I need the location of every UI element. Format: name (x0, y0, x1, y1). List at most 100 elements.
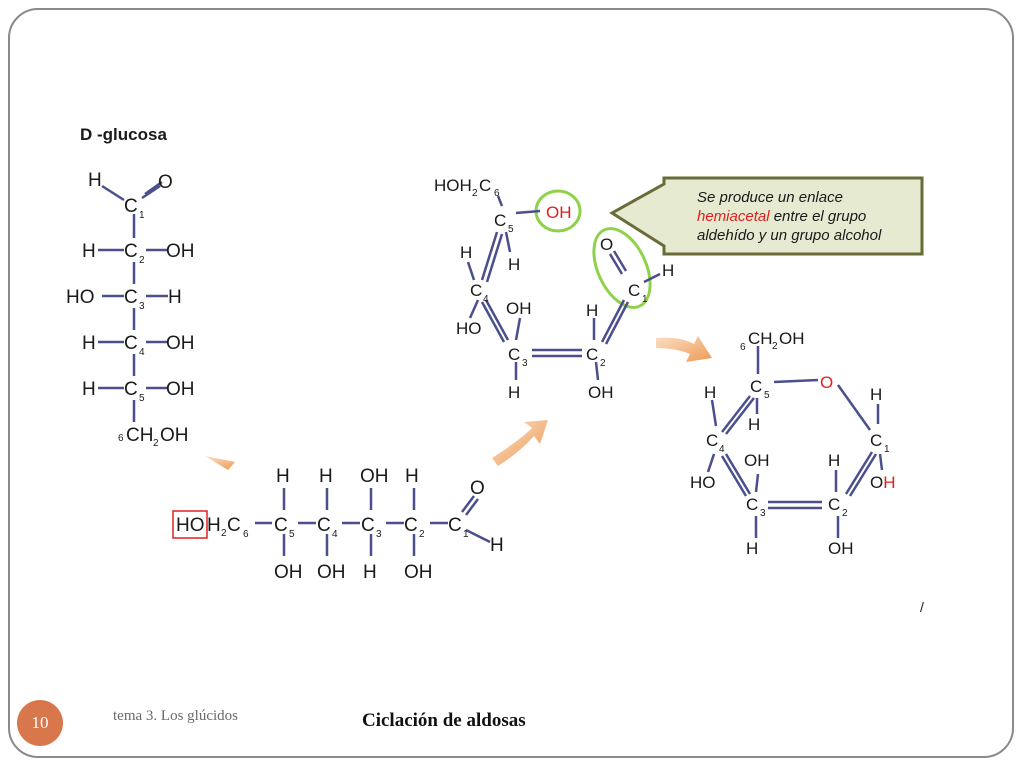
svg-text:HOH: HOH (434, 176, 472, 195)
svg-text:C: C (828, 495, 840, 514)
svg-text:OH: OH (870, 473, 896, 492)
svg-text:O: O (600, 235, 613, 254)
svg-text:C: C (706, 431, 718, 450)
svg-text:C: C (628, 281, 640, 300)
linear-bonds (255, 488, 491, 556)
svg-text:H: H (870, 385, 882, 404)
svg-text:H: H (748, 415, 760, 434)
svg-text:2: 2 (221, 528, 227, 539)
svg-text:2: 2 (419, 529, 425, 540)
svg-text:OH: OH (588, 383, 614, 402)
svg-text:5: 5 (508, 224, 514, 235)
svg-text:C: C (124, 287, 138, 308)
svg-text:6: 6 (118, 433, 124, 444)
svg-text:H: H (207, 515, 221, 536)
svg-text:3: 3 (760, 508, 766, 519)
reaction-arrows (205, 336, 712, 470)
svg-text:1: 1 (642, 294, 648, 305)
svg-text:4: 4 (332, 529, 338, 540)
svg-text:H: H (363, 562, 377, 583)
svg-text:CH: CH (126, 425, 153, 446)
svg-text:C: C (124, 379, 138, 400)
svg-text:4: 4 (483, 294, 489, 305)
svg-text:C: C (274, 515, 288, 536)
ring-oxygen: O (820, 373, 833, 392)
stray-mark: / (920, 599, 924, 615)
svg-text:5: 5 (764, 390, 770, 401)
footer-topic: tema 3. Los glúcidos (113, 708, 238, 724)
svg-text:H: H (276, 466, 290, 487)
svg-text:OH: OH (166, 241, 195, 262)
svg-text:5: 5 (289, 529, 295, 540)
svg-text:2: 2 (153, 438, 159, 449)
fischer-bonds (98, 180, 168, 422)
svg-text:O: O (470, 478, 485, 499)
svg-text:2: 2 (139, 255, 145, 266)
slide-number-badge: 10 (17, 700, 63, 746)
folded-bonds (466, 195, 661, 381)
svg-text:1: 1 (139, 210, 145, 221)
slide-frame (8, 8, 1014, 758)
svg-text:H: H (82, 241, 96, 262)
svg-text:OH: OH (744, 451, 770, 470)
svg-text:C: C (746, 495, 758, 514)
svg-text:C: C (124, 241, 138, 262)
svg-text:1: 1 (463, 529, 469, 540)
svg-text:6: 6 (740, 342, 746, 353)
svg-text:C: C (404, 515, 418, 536)
svg-text:C: C (586, 345, 598, 364)
svg-text:C: C (750, 377, 762, 396)
svg-text:H: H (746, 539, 758, 558)
callout-line-2-rest: entre el grupo (770, 208, 867, 225)
svg-text:OH: OH (166, 333, 195, 354)
svg-text:HO: HO (690, 473, 716, 492)
svg-text:H: H (508, 255, 520, 274)
svg-text:6: 6 (243, 529, 249, 540)
svg-text:H: H (88, 170, 102, 191)
svg-text:C: C (227, 515, 241, 536)
svg-text:C: C (494, 211, 506, 230)
svg-text:2: 2 (842, 508, 848, 519)
svg-text:3: 3 (139, 301, 145, 312)
svg-text:C: C (124, 196, 138, 217)
svg-text:H: H (82, 379, 96, 400)
svg-text:OH: OH (360, 466, 389, 487)
svg-text:HO: HO (176, 515, 205, 536)
svg-text:4: 4 (139, 347, 145, 358)
callout-line-1: Se produce un enlace (697, 189, 843, 206)
svg-text:OH: OH (317, 562, 346, 583)
svg-text:H: H (704, 383, 716, 402)
slide-title: Ciclación de aldosas (362, 710, 526, 731)
svg-text:O: O (158, 172, 173, 193)
svg-text:3: 3 (522, 358, 528, 369)
svg-text:OH: OH (404, 562, 433, 583)
arrow-to-ring (656, 336, 712, 362)
svg-text:OH: OH (828, 539, 854, 558)
svg-text:H: H (662, 261, 674, 280)
svg-text:3: 3 (376, 529, 382, 540)
arrow-to-linear (205, 456, 235, 470)
svg-text:C: C (124, 333, 138, 354)
svg-text:OH: OH (506, 299, 532, 318)
svg-text:OH: OH (160, 425, 189, 446)
svg-text:OH: OH (546, 203, 572, 222)
svg-text:4: 4 (719, 444, 725, 455)
svg-text:2: 2 (472, 188, 478, 199)
svg-text:H: H (508, 383, 520, 402)
svg-text:C: C (508, 345, 520, 364)
svg-text:OH: OH (274, 562, 303, 583)
svg-text:C: C (361, 515, 375, 536)
svg-text:C: C (448, 515, 462, 536)
svg-text:HO: HO (456, 319, 482, 338)
svg-text:H: H (828, 451, 840, 470)
svg-text:C: C (470, 281, 482, 300)
svg-text:H: H (82, 333, 96, 354)
svg-text:CH: CH (748, 329, 773, 348)
